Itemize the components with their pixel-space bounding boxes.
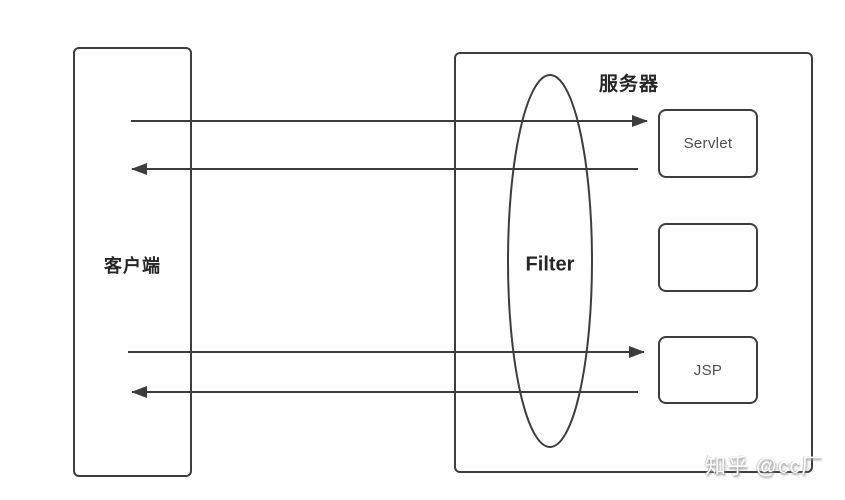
servlet-label: Servlet — [683, 135, 733, 152]
empty-node-box — [658, 223, 758, 292]
client-label: 客户端 — [104, 256, 161, 276]
server-box: 服务器 — [454, 52, 813, 473]
servlet-box: Servlet — [658, 109, 758, 178]
jsp-box: JSP — [658, 336, 758, 404]
zhihu-watermark: 知乎 @cc厂 — [704, 455, 823, 478]
jsp-label: JSP — [693, 361, 723, 379]
filter-label: Filter — [525, 253, 575, 276]
server-label: 服务器 — [599, 74, 660, 95]
client-box: 客户端 — [73, 47, 192, 477]
